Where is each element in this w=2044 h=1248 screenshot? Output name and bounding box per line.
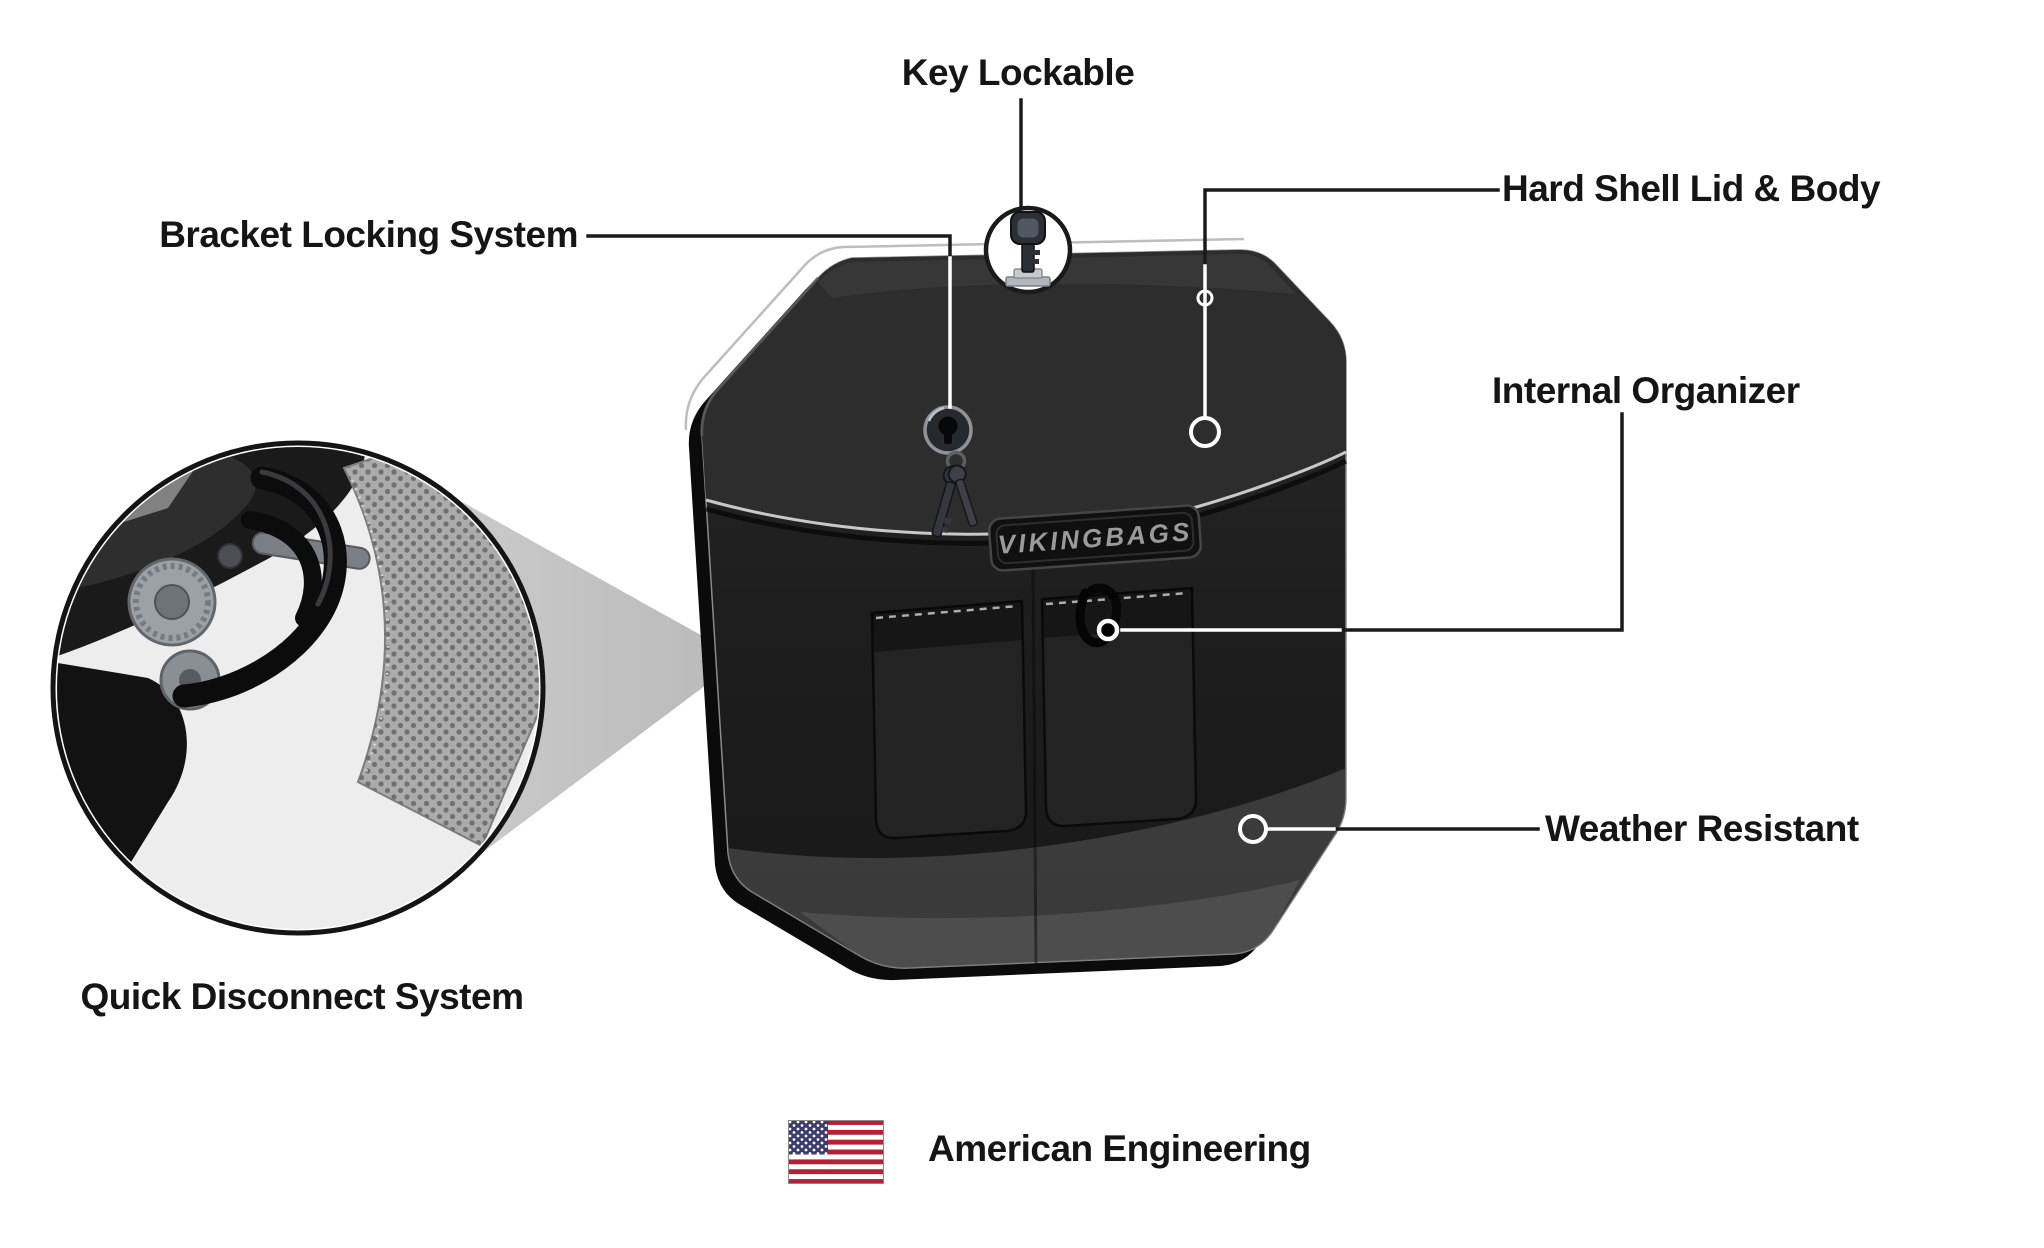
key-lockable-label: Key Lockable (901, 52, 1135, 93)
hard-shell-label: Hard Shell Lid & Body (1502, 168, 1881, 209)
hard-shell-small-marker-icon (1196, 289, 1214, 307)
hard-shell-line (1203, 188, 1500, 268)
bracket-locking-label: Bracket Locking System (159, 214, 578, 255)
hard-shell-ring-marker-icon (1189, 416, 1221, 448)
internal-organizer-dot-marker-icon (1096, 618, 1120, 642)
weather-resistant-label: Weather Resistant (1545, 808, 1859, 849)
organizer-pockets (870, 583, 1198, 840)
quick-disconnect-inset (50, 440, 546, 936)
callout-lines (586, 98, 1624, 844)
viking-logo-plate: VIKINGBAGS (987, 504, 1203, 572)
quick-disconnect-label: Quick Disconnect System (80, 976, 524, 1017)
key-icon (983, 205, 1073, 295)
keys-icon (931, 450, 978, 538)
internal-organizer-line (1338, 412, 1624, 632)
internal-organizer-label: Internal Organizer (1492, 370, 1800, 411)
american-engineering-label: American Engineering (928, 1128, 1311, 1169)
saddlebag-lid (701, 249, 1346, 535)
saddlebag-illustration: VIKINGBAGS (684, 237, 1348, 981)
bracket-locking-line (586, 234, 952, 260)
keyhole-icon (923, 405, 973, 455)
weather-resistant-ring-marker-icon (1238, 814, 1268, 844)
us-flag-icon (788, 1120, 884, 1184)
